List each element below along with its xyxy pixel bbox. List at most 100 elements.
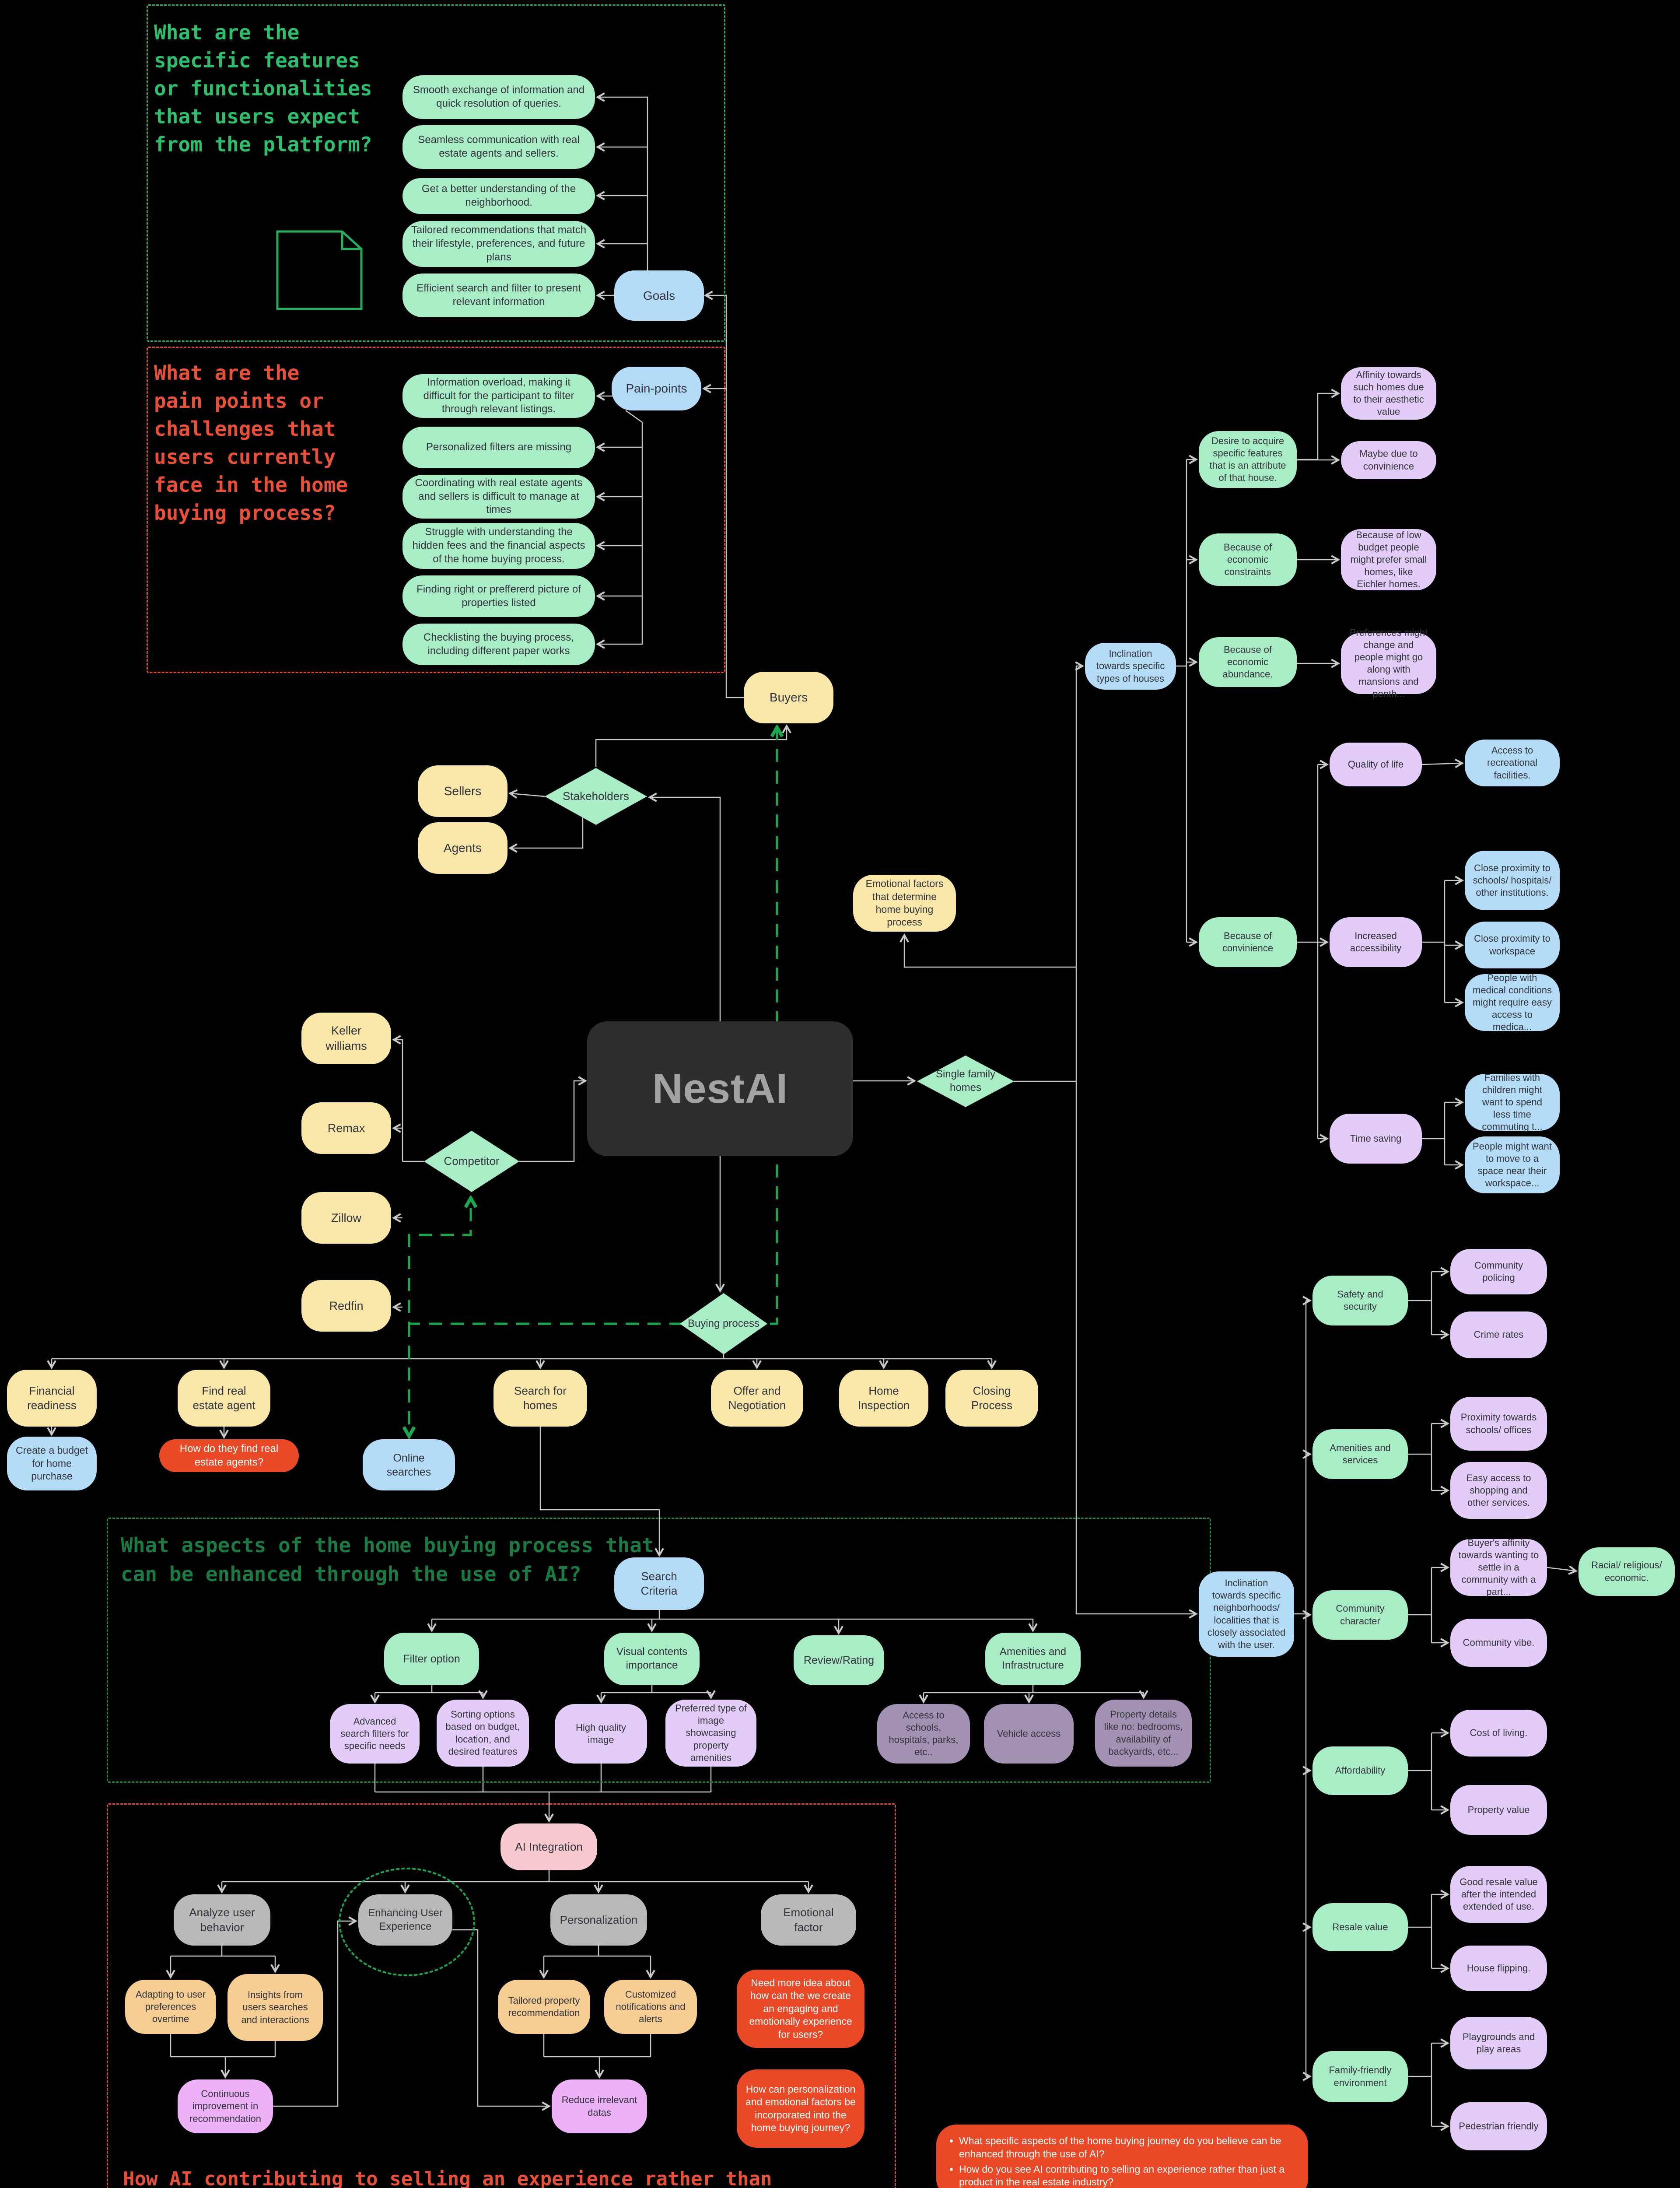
- access-schools-parks[interactable]: Access to schools, hospitals, parks, etc…: [877, 1704, 970, 1764]
- community-policing[interactable]: Community policing: [1450, 1249, 1547, 1294]
- frame-goals[interactable]: [147, 4, 725, 342]
- buyers[interactable]: Buyers: [744, 672, 833, 723]
- inclination-neighborhoods[interactable]: Inclination towards specific neighborhoo…: [1199, 1571, 1294, 1657]
- pain-item-2[interactable]: Personalized filters are missing: [402, 427, 595, 468]
- amenities-services[interactable]: Amenities and services: [1312, 1429, 1408, 1479]
- affordability[interactable]: Affordability: [1312, 1746, 1408, 1795]
- ai-integration[interactable]: AI Integration: [500, 1823, 597, 1870]
- question-ai-aspects[interactable]: What aspects of the home buying process …: [121, 1533, 654, 1586]
- because-convenience[interactable]: Because of convinience: [1199, 917, 1297, 967]
- property-value[interactable]: Property value: [1450, 1785, 1547, 1835]
- community-character[interactable]: Community character: [1312, 1590, 1408, 1640]
- proximity-schools-offices[interactable]: Proximity towards schools/ offices: [1450, 1397, 1547, 1451]
- goal-item-1[interactable]: Smooth exchange of information and quick…: [402, 75, 595, 119]
- pain-item-4[interactable]: Struggle with understanding the hidden f…: [402, 523, 595, 569]
- review-rating[interactable]: Review/Rating: [794, 1635, 884, 1685]
- easy-shopping[interactable]: Easy access to shopping and other servic…: [1450, 1462, 1547, 1519]
- enhancing-ux[interactable]: Enhancing User Experience: [358, 1894, 452, 1946]
- move-near-workspace[interactable]: People might want to move to a space nea…: [1465, 1136, 1560, 1193]
- agents[interactable]: Agents: [418, 822, 508, 874]
- single-family-homes[interactable]: Single family homes: [917, 1055, 1014, 1107]
- insights-searches[interactable]: Insights from users searches and interac…: [228, 1974, 323, 2041]
- emotional-determinants[interactable]: Emotional factors that determine home bu…: [853, 875, 956, 932]
- preferred-image[interactable]: Preferred type of image showcasing prope…: [665, 1700, 756, 1767]
- how-personalization-emotional[interactable]: How can personalization and emotional fa…: [737, 2069, 864, 2148]
- buyers-affinity-community[interactable]: Buyer's affinity towards wanting to sett…: [1450, 1537, 1547, 1597]
- economic-abundance[interactable]: Because of economic abundance.: [1199, 637, 1297, 687]
- adapting-preferences[interactable]: Adapting to user preferences overtime: [125, 1980, 216, 2034]
- crime-rates[interactable]: Crime rates: [1450, 1311, 1547, 1358]
- resale-value[interactable]: Resale value: [1312, 1903, 1408, 1951]
- racial-religious-economic[interactable]: Racial/ religious/ economic.: [1578, 1547, 1675, 1596]
- cost-of-living[interactable]: Cost of living.: [1450, 1710, 1547, 1757]
- remax[interactable]: Remax: [301, 1102, 391, 1154]
- increased-accessibility[interactable]: Increased accessibility: [1330, 917, 1422, 967]
- search-criteria[interactable]: Search Criteria: [614, 1557, 704, 1610]
- analyze-user-behavior[interactable]: Analyze user behavior: [174, 1894, 270, 1946]
- question-features[interactable]: What are the specific features or functi…: [154, 21, 372, 156]
- find-real-estate-agent[interactable]: Find real estate agent: [178, 1370, 270, 1427]
- question-painpoints[interactable]: What are the pain points or challenges t…: [154, 361, 348, 525]
- house-flipping[interactable]: House flipping.: [1450, 1946, 1547, 1991]
- closing-process[interactable]: Closing Process: [945, 1370, 1038, 1427]
- bottom-question-box[interactable]: What specific aspects of the home buying…: [936, 2125, 1308, 2188]
- pain-item-5[interactable]: Finding right or preffererd picture of p…: [402, 575, 595, 617]
- emotional-factor[interactable]: Emotional factor: [761, 1894, 856, 1946]
- stakeholders[interactable]: Stakeholders: [545, 768, 647, 825]
- pain-item-6[interactable]: Checklisting the buying process, includi…: [402, 624, 595, 665]
- buying-process[interactable]: Buying process: [680, 1293, 767, 1354]
- quality-of-life[interactable]: Quality of life: [1330, 743, 1422, 786]
- affinity-aesthetic[interactable]: Affinity towards such homes due to their…: [1341, 367, 1436, 420]
- safety-security[interactable]: Safety and security: [1312, 1276, 1408, 1325]
- reduce-irrelevant[interactable]: Reduce irrelevant datas: [552, 2079, 647, 2133]
- time-saving[interactable]: Time saving: [1330, 1114, 1422, 1164]
- nestai[interactable]: NestAI: [587, 1021, 853, 1156]
- keller-williams[interactable]: Keller williams: [301, 1013, 391, 1064]
- low-budget-eichler[interactable]: Because of low budget people might prefe…: [1341, 529, 1436, 590]
- goal-item-4[interactable]: Tailored recommendations that match thei…: [402, 221, 595, 267]
- redfin[interactable]: Redfin: [301, 1280, 391, 1332]
- create-budget[interactable]: Create a budget for home purchase: [7, 1437, 97, 1490]
- access-recreational[interactable]: Access to recreational facilities.: [1465, 740, 1560, 786]
- financial-readiness[interactable]: Financial readiness: [7, 1370, 97, 1427]
- economic-constraints[interactable]: Because of economic constraints: [1199, 533, 1297, 586]
- pedestrian-friendly[interactable]: Pedestrian friendly: [1450, 2102, 1547, 2150]
- continuous-improvement[interactable]: Continuous improvement in recommendation: [178, 2079, 273, 2133]
- zillow[interactable]: Zillow: [301, 1192, 391, 1244]
- tailored-recommendation[interactable]: Tailored property recommendation: [498, 1980, 590, 2034]
- question-ai-selling[interactable]: How AI contributing to selling an experi…: [123, 2168, 772, 2188]
- enhancing-ux-highlight-ellipse[interactable]: [339, 1868, 475, 1976]
- inclination-types[interactable]: Inclination towards specific types of ho…: [1085, 643, 1176, 690]
- need-more-idea[interactable]: Need more idea about how can the we crea…: [737, 1970, 864, 2048]
- maybe-convenience[interactable]: Maybe due to convinience: [1341, 441, 1436, 479]
- medical-access[interactable]: People with medical conditions might req…: [1465, 972, 1560, 1032]
- goal-item-3[interactable]: Get a better understanding of the neighb…: [402, 178, 595, 214]
- close-proximity-workspace[interactable]: Close proximity to workspace: [1465, 922, 1560, 968]
- goal-item-5[interactable]: Efficient search and filter to present r…: [402, 274, 595, 317]
- document-icon[interactable]: [276, 230, 363, 311]
- online-searches[interactable]: Online searches: [363, 1439, 455, 1490]
- search-for-homes[interactable]: Search for homes: [494, 1370, 587, 1427]
- good-resale-value[interactable]: Good resale value after the intended ext…: [1450, 1866, 1547, 1923]
- pain-item-1[interactable]: Information overload, making it difficul…: [402, 374, 595, 418]
- goals[interactable]: Goals: [614, 270, 704, 321]
- pain-points[interactable]: Pain-points: [612, 367, 701, 410]
- vehicle-access[interactable]: Vehicle access: [984, 1704, 1074, 1764]
- high-quality-image[interactable]: High quality image: [555, 1704, 647, 1764]
- community-vibe[interactable]: Community vibe.: [1450, 1619, 1547, 1667]
- filter-option[interactable]: Filter option: [384, 1633, 479, 1685]
- playgrounds[interactable]: Playgrounds and play areas: [1450, 2017, 1547, 2069]
- how-find-agents[interactable]: How do they find real estate agents?: [159, 1439, 299, 1472]
- goal-item-2[interactable]: Seamless communication with real estate …: [402, 125, 595, 169]
- competitor[interactable]: Competitor: [424, 1131, 519, 1192]
- sellers[interactable]: Sellers: [418, 765, 508, 817]
- property-details[interactable]: Property details like no: bedrooms, avai…: [1095, 1700, 1192, 1767]
- personalization[interactable]: Personalization: [550, 1894, 647, 1946]
- customized-notifications[interactable]: Customized notifications and alerts: [604, 1980, 697, 2034]
- amenities-infrastructure[interactable]: Amenities and Infrastructure: [985, 1633, 1081, 1685]
- frame-ai-integration[interactable]: [107, 1803, 896, 2188]
- home-inspection[interactable]: Home Inspection: [839, 1370, 928, 1427]
- pain-item-3[interactable]: Coordinating with real estate agents and…: [402, 475, 595, 519]
- offer-negotiation[interactable]: Offer and Negotiation: [711, 1370, 803, 1427]
- families-commuting[interactable]: Families with children might want to spe…: [1465, 1072, 1560, 1132]
